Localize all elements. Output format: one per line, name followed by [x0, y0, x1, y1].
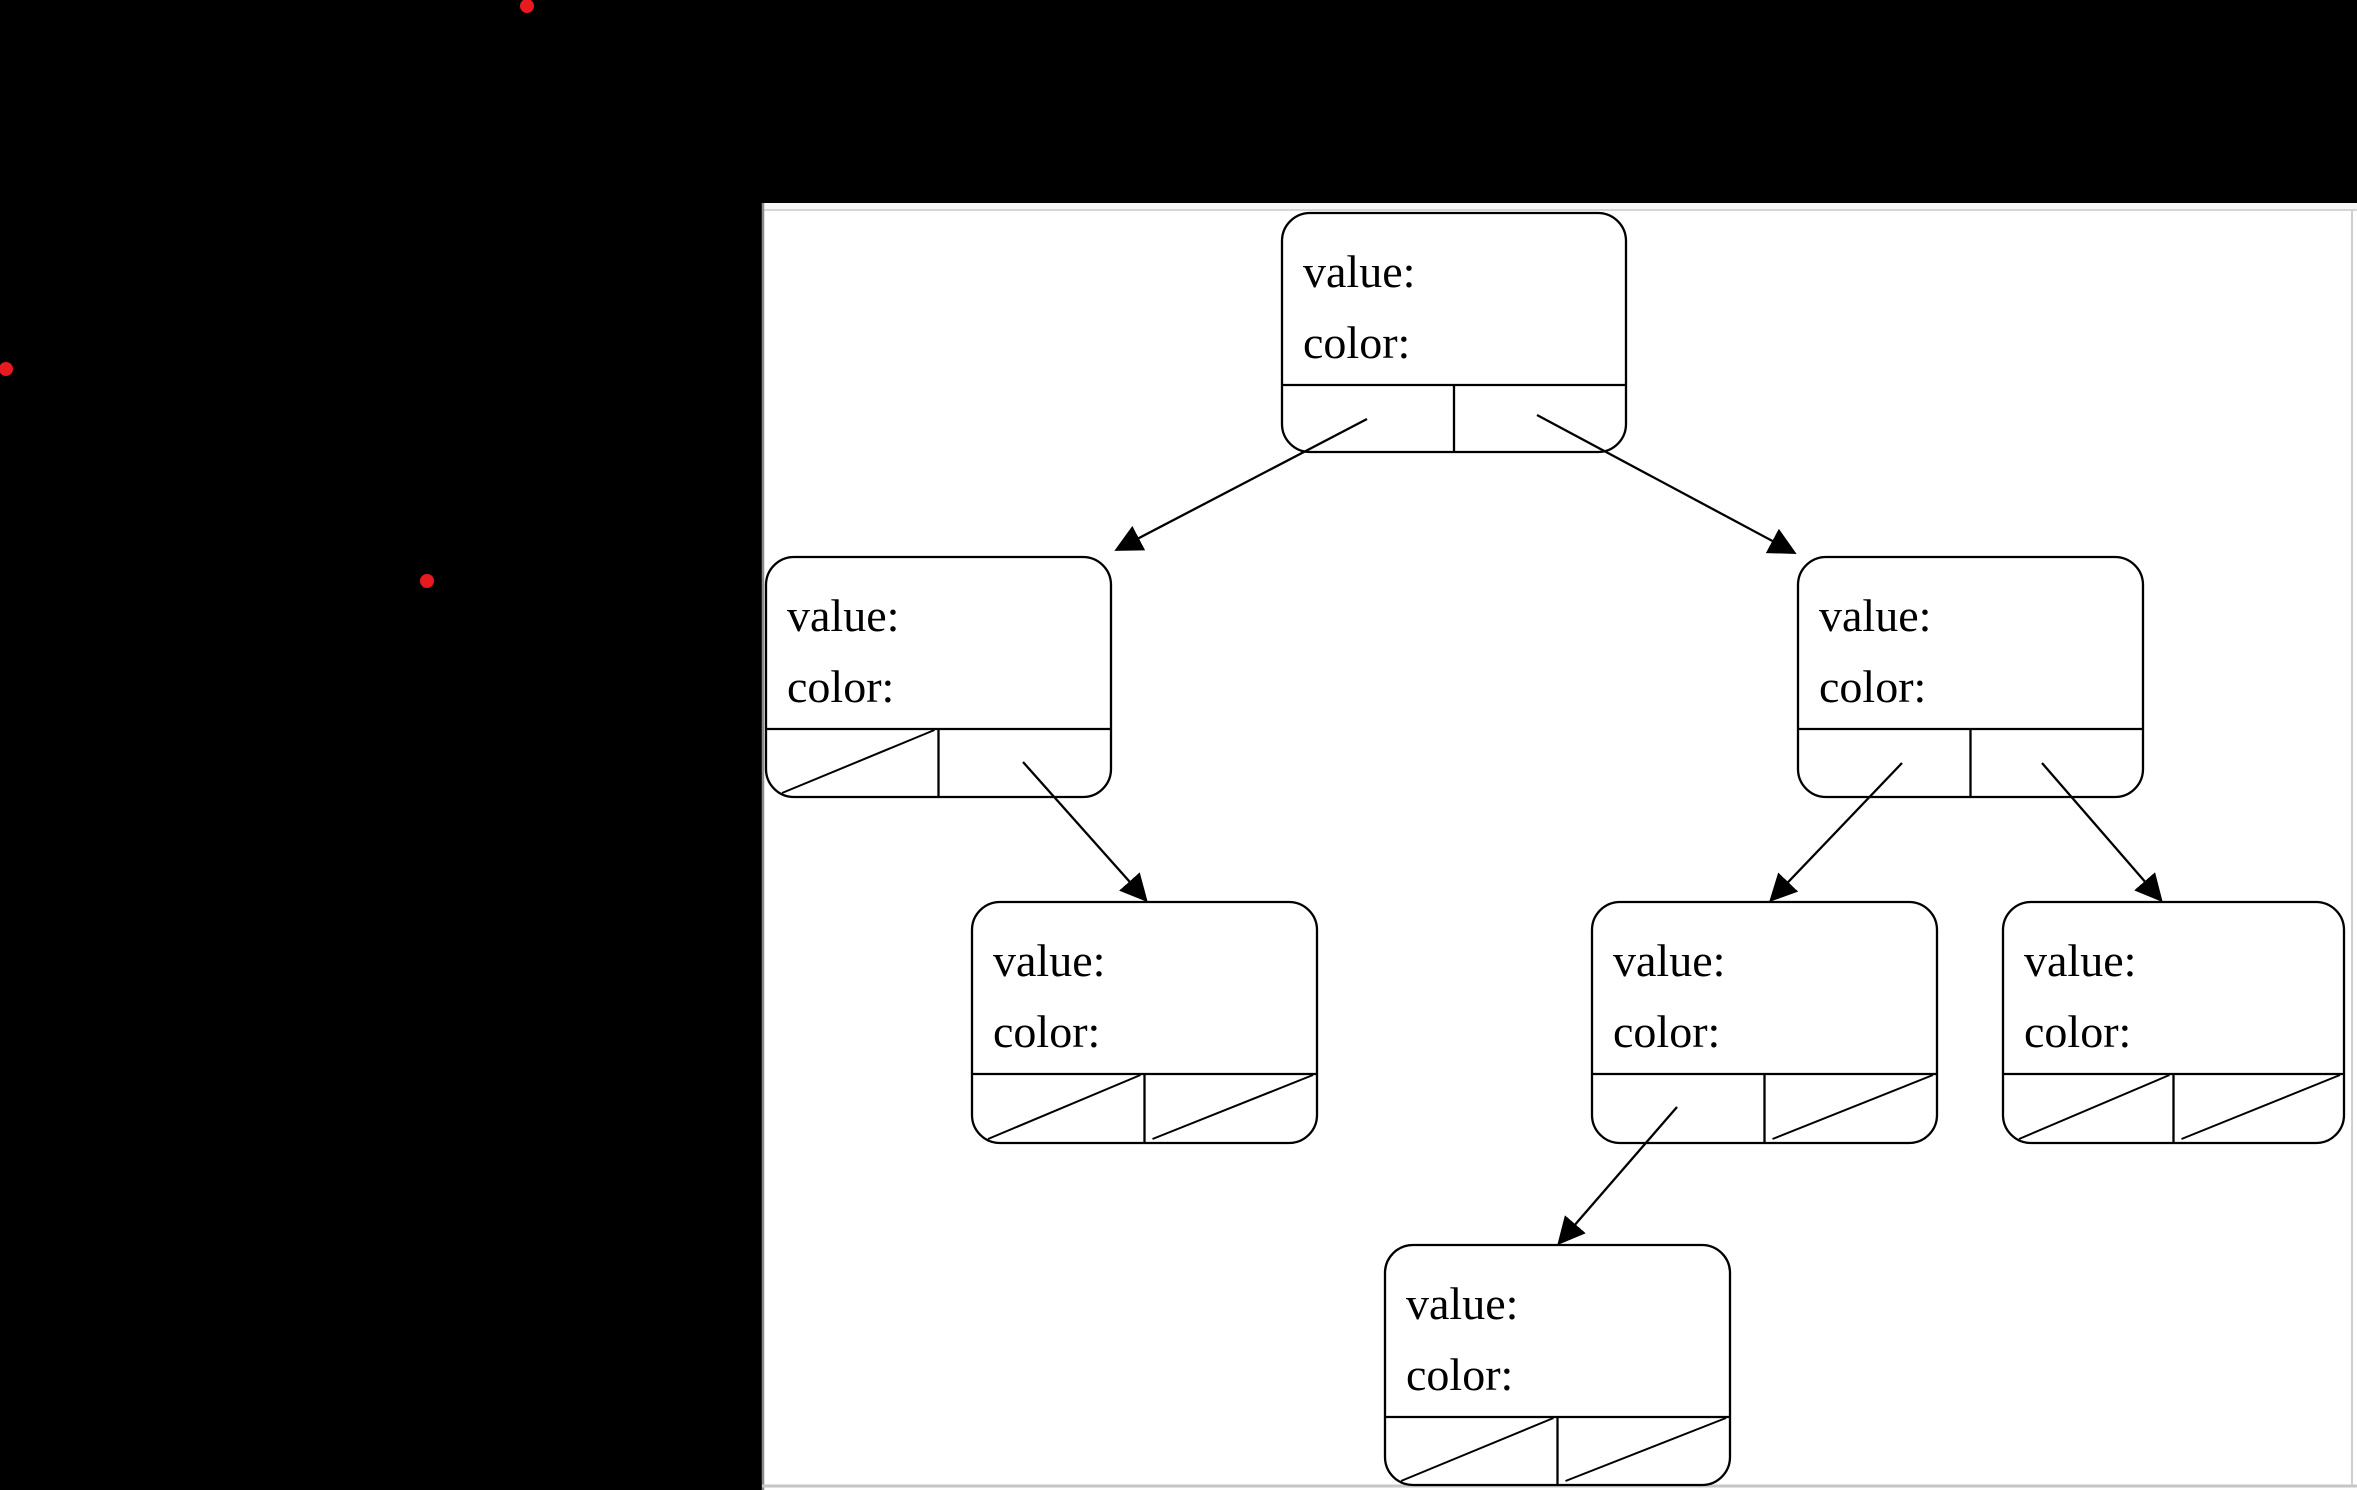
panel-top-strip [762, 203, 2357, 209]
red-dot-middle [420, 574, 434, 588]
tree-node-root: value: color: [1280, 211, 1628, 454]
color-label: color: [2024, 1006, 2131, 1057]
value-label: value: [993, 935, 1105, 986]
color-label: color: [1303, 317, 1410, 368]
tree-node-left-right: value: color: [970, 900, 1319, 1145]
red-dot-top [520, 0, 534, 13]
tree-node-right-right: value: color: [2001, 900, 2346, 1145]
value-label: value: [1303, 246, 1415, 297]
color-label: color: [1613, 1006, 1720, 1057]
left-null-pointer-slash [987, 1074, 1141, 1140]
value-label: value: [1819, 590, 1931, 641]
right-null-pointer-slash [2181, 1074, 2341, 1140]
tree-node-left: value: color: [764, 555, 1113, 799]
binary-tree-diagram: value:color:value:color:value:color:valu… [764, 211, 2346, 1487]
desktop-dots-layer [0, 0, 534, 588]
child-pointer-arrow-right-to-right-right [2041, 762, 2163, 903]
value-label: value: [787, 590, 899, 641]
tree-node-right-left: value: color: [1590, 900, 1939, 1145]
child-pointer-arrow-right-to-right-left [1769, 762, 1903, 902]
tree-node-bottom: value: color: [1383, 1243, 1732, 1487]
child-pointer-arrow-left-to-left-right [1022, 761, 1148, 903]
right-null-pointer-slash [1772, 1074, 1934, 1140]
child-pointer-arrow-root-to-left [1114, 417, 1368, 551]
right-null-pointer-slash [1152, 1074, 1314, 1140]
right-null-pointer-slash [1565, 1417, 1727, 1482]
color-label: color: [1406, 1349, 1513, 1400]
color-label: color: [1819, 661, 1926, 712]
left-null-pointer-slash [1400, 1417, 1554, 1482]
left-null-pointer-slash [2018, 1074, 2170, 1140]
tree-node-right: value: color: [1796, 555, 2145, 799]
left-null-pointer-slash [781, 729, 935, 794]
value-label: value: [1613, 935, 1725, 986]
value-label: value: [1406, 1278, 1518, 1329]
color-label: color: [787, 661, 894, 712]
child-pointer-arrow-root-to-right [1536, 413, 1797, 554]
color-label: color: [993, 1006, 1100, 1057]
red-dot-left [0, 362, 13, 376]
child-pointer-arrow-right-left-to-bottom [1557, 1106, 1678, 1246]
value-label: value: [2024, 935, 2136, 986]
